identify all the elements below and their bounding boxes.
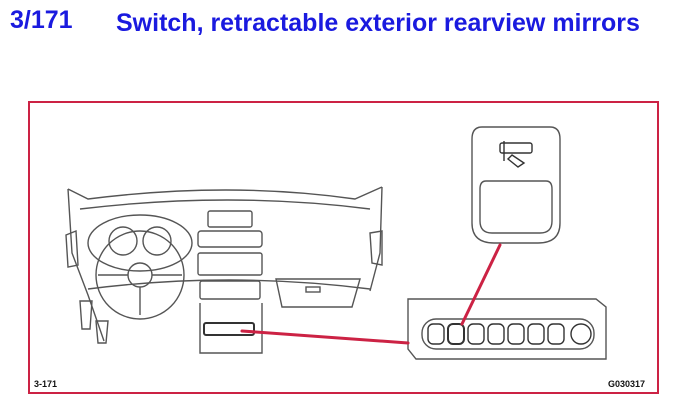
switch-panel bbox=[407, 298, 607, 360]
leader-lines bbox=[240, 243, 502, 345]
leader-console-to-panel bbox=[240, 329, 410, 345]
page-title: Switch, retractable exterior rearview mi… bbox=[116, 9, 640, 37]
switch-inner-outline bbox=[479, 180, 553, 234]
steering-wheel bbox=[95, 230, 185, 320]
glovebox-handle bbox=[305, 286, 321, 293]
steering-spokes bbox=[98, 274, 182, 315]
figure-ref-right: G030317 bbox=[607, 379, 645, 389]
switch-button bbox=[467, 323, 485, 345]
dash-right-side bbox=[369, 186, 383, 292]
mirror-switch-enlarged bbox=[471, 126, 561, 244]
dash-top-line bbox=[79, 199, 371, 210]
center-console bbox=[199, 303, 263, 354]
display-unit bbox=[207, 210, 253, 228]
instrument-cluster bbox=[87, 214, 193, 272]
switch-button bbox=[487, 323, 505, 345]
left-vent bbox=[65, 229, 79, 268]
switch-outer-outline bbox=[471, 126, 561, 244]
center-vent bbox=[197, 230, 263, 248]
gauge-left bbox=[108, 226, 138, 256]
climate-panel bbox=[199, 280, 261, 300]
gauge-right bbox=[142, 226, 172, 256]
pedal-left bbox=[79, 300, 93, 330]
windshield-outline bbox=[67, 186, 383, 200]
console-switch-row bbox=[203, 322, 255, 336]
switch-panel-outline bbox=[407, 298, 607, 360]
dash-lower-line bbox=[87, 279, 371, 290]
illustration-frame: 3-171 G030317 bbox=[28, 101, 659, 394]
switch-button bbox=[427, 323, 445, 345]
right-vent bbox=[369, 230, 383, 266]
switch-button bbox=[527, 323, 545, 345]
mirror-fold-icon bbox=[499, 141, 533, 168]
switch-button-round bbox=[570, 323, 592, 345]
switch-panel-strip bbox=[421, 318, 595, 350]
switch-buttons bbox=[427, 323, 592, 345]
glovebox bbox=[275, 278, 361, 308]
leader-panel-to-switch bbox=[460, 243, 502, 326]
dash-left-side bbox=[67, 188, 105, 342]
page-heading: 3/171 Switch, retractable exterior rearv… bbox=[0, 0, 674, 80]
section-code: 3/171 bbox=[10, 6, 73, 34]
illustration-svg bbox=[65, 126, 607, 360]
switch-button-mirror bbox=[447, 323, 465, 345]
switch-button bbox=[547, 323, 565, 345]
dashboard-drawing bbox=[65, 186, 383, 354]
figure-ref-left: 3-171 bbox=[34, 379, 58, 389]
switch-button bbox=[507, 323, 525, 345]
radio-panel bbox=[197, 252, 263, 276]
pedal-right bbox=[95, 320, 109, 344]
